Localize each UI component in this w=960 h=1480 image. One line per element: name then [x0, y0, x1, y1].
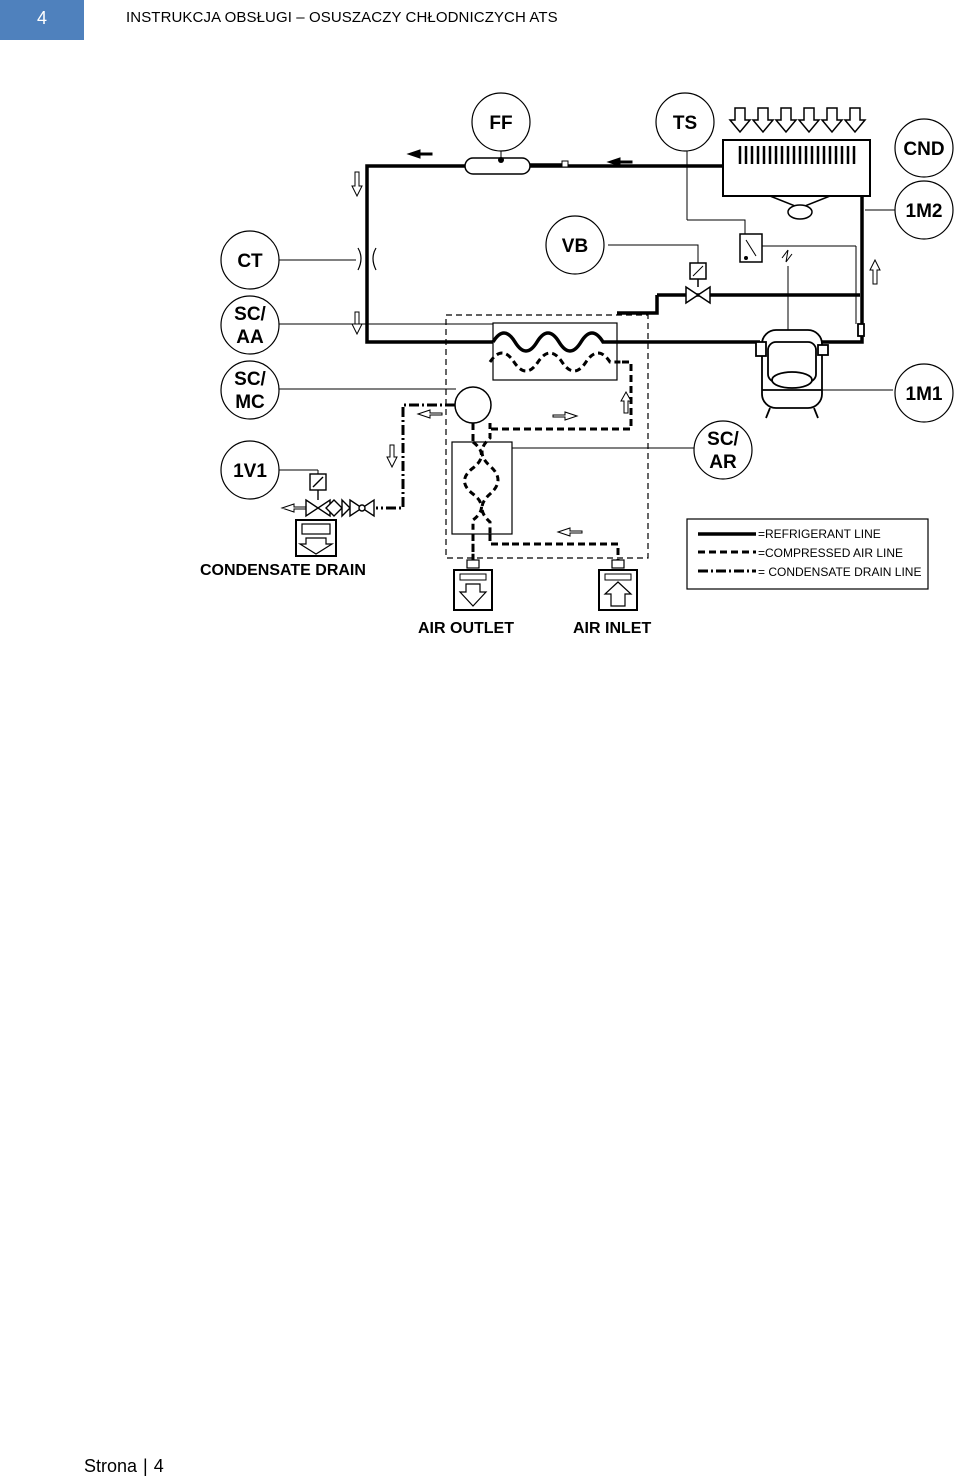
dryer-enclosure: [445, 314, 649, 559]
evaporator: [488, 322, 622, 381]
m1-circle: [894, 363, 954, 423]
sc-mc-circle: [220, 360, 280, 420]
sc-ar-label-2: AR: [709, 452, 737, 473]
pressure-switch: [739, 233, 857, 330]
page-number-badge: 4: [0, 0, 84, 40]
condenser: [722, 107, 871, 220]
condensate-drain-icon: [295, 519, 337, 557]
cnd-label: CND: [903, 139, 944, 160]
m2-label: 1M2: [906, 201, 943, 222]
ts-circle: [655, 92, 715, 152]
sc-ar-circle: [693, 420, 753, 480]
legend: =REFRIGERANT LINE =COMPRESSED AIR LINE =…: [686, 518, 929, 590]
air-outlet-icon: [453, 559, 493, 611]
compressor: [755, 323, 865, 419]
sc-aa-label-2: AA: [236, 327, 264, 348]
ct-circle: [220, 230, 280, 290]
ff-label: FF: [489, 113, 512, 134]
m2-circle: [894, 180, 954, 240]
legend-refrigerant: =REFRIGERANT LINE: [758, 527, 881, 541]
v1-circle: [220, 440, 280, 500]
v1-label: 1V1: [233, 461, 267, 482]
air-inlet-icon: [598, 559, 638, 611]
air-outlet-label: AIR OUTLET: [418, 620, 514, 637]
m1-label: 1M1: [906, 384, 943, 405]
cnd-circle: [894, 118, 954, 178]
air-heat-exchanger: [451, 423, 513, 560]
air-inlet-label: AIR INLET: [573, 620, 651, 637]
filter-drier: [464, 148, 569, 175]
sc-aa-circle: [220, 295, 280, 355]
vb-label: VB: [562, 236, 588, 257]
drain-valve: [305, 473, 375, 518]
ts-label: TS: [673, 113, 697, 134]
condensate-drain-label: CONDENSATE DRAIN: [200, 562, 366, 579]
footer-page-number: 4: [153, 1456, 164, 1476]
vb-circle: [545, 215, 605, 275]
sc-mc-label-1: SC/: [234, 369, 266, 390]
page-number: 4: [36, 8, 47, 28]
legend-condensate: = CONDENSATE DRAIN LINE: [758, 565, 921, 579]
footer-separator: |: [143, 1456, 148, 1476]
compressed-air-lines: [471, 360, 633, 560]
refrigeration-diagram: FF TS CND 1M2 CT VB SC/ AA SC/ MC 1M1 1V…: [190, 80, 960, 660]
legend-compressed-air: =COMPRESSED AIR LINE: [758, 546, 903, 560]
sc-mc-label-2: MC: [235, 392, 265, 413]
condensate-lines: [376, 403, 455, 510]
ct-label: CT: [237, 251, 263, 272]
page-footer: Strona|4: [84, 1456, 164, 1477]
sc-aa-label-1: SC/: [234, 304, 266, 325]
sc-ar-label-1: SC/: [707, 429, 739, 450]
document-title: INSTRUKCJA OBSŁUGI – OSUSZACZY CHŁODNICZ…: [126, 9, 558, 26]
footer-label: Strona: [84, 1456, 138, 1476]
bypass-valve: [685, 262, 711, 305]
flow-arrows: [351, 149, 881, 336]
separator: [454, 386, 492, 424]
ff-circle: [471, 92, 531, 152]
